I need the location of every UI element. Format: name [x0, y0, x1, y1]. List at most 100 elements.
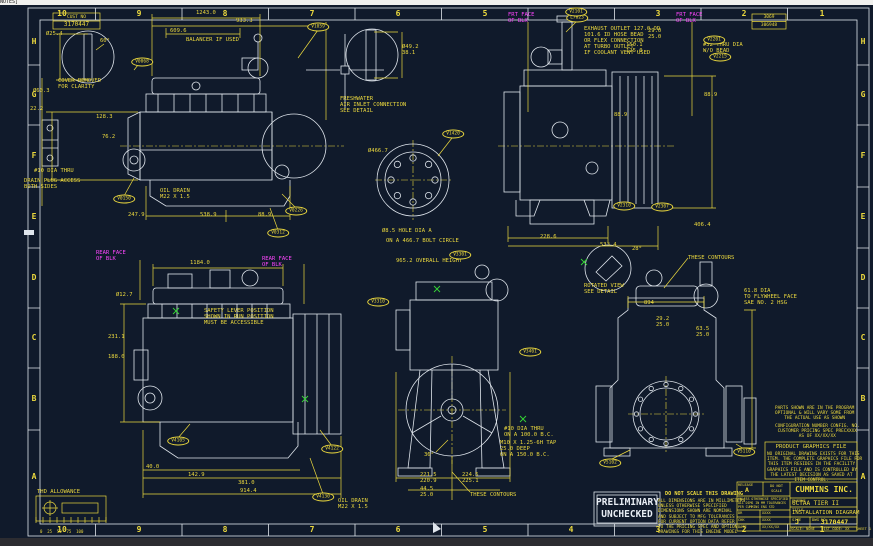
- annotation: COVER REMOVED FOR CLARITY: [58, 78, 102, 90]
- grid-col-bottom-5: 5: [482, 525, 488, 534]
- air-inlet-detail-circle: [345, 28, 399, 82]
- grid-col-top-10: 10: [57, 9, 67, 18]
- item-callout-balloon: V0312: [267, 228, 289, 238]
- no-scale-cell: DO NOT SCALE: [770, 484, 783, 493]
- annotation: 533.4: [600, 242, 617, 248]
- grid-col-bottom-2: 2: [741, 525, 747, 534]
- item-callout-balloon: V3401: [519, 347, 541, 357]
- engine-model: 6CTAA TIER II: [792, 500, 839, 507]
- green-witness-marks: [172, 258, 588, 423]
- product-graphics-heading: PRODUCT GRAPHICS FILE: [775, 444, 847, 450]
- annotation: ROTATED VIEW SEE DETAIL: [584, 283, 624, 295]
- grid-row-left-E: E: [31, 212, 37, 221]
- do-not-scale-heading: DO NOT SCALE THIS DRAWING: [664, 491, 744, 497]
- annotation: THD ALLOWANCE: [37, 489, 81, 495]
- grid-col-bottom-3: 3: [655, 525, 661, 534]
- dwg-no-label: DWG NO: [812, 517, 826, 522]
- annotation: M10 X 1.25-6H TAP 25.0 DEEP ON A 150.0 B…: [500, 440, 557, 458]
- grid-col-top-9: 9: [136, 9, 142, 18]
- item-callout-balloon: V1420: [442, 129, 464, 139]
- title-block-lines: [35, 12, 858, 532]
- annotation: 965.2 OVERALL HEIGHT: [396, 258, 463, 264]
- grid-row-left-A: A: [31, 472, 37, 481]
- date-value: XX/XX/XX: [762, 525, 780, 529]
- annotation: 29.0 25.0: [648, 28, 662, 40]
- cursor-crosshair[interactable]: [306, 34, 384, 108]
- grid-col-bottom-10: 10: [57, 525, 67, 534]
- annotation: 88.9: [614, 112, 628, 118]
- annotation: 231.1: [108, 334, 125, 340]
- item-callout-balloon: V5110: [733, 447, 755, 457]
- grid-row-right-D: D: [860, 273, 866, 282]
- engine-rear-view: [584, 244, 757, 457]
- grid-row-left-C: C: [31, 333, 37, 342]
- annotation: OIL DRAIN M22 X 1.5: [338, 498, 368, 510]
- annotation: 247.9: [128, 212, 145, 218]
- annotation: 894: [644, 300, 654, 306]
- release-value: A: [745, 486, 749, 494]
- annotation: 221.5 220.9: [420, 472, 437, 484]
- grid-row-left-D: D: [31, 273, 37, 282]
- sheet-border: [27, 7, 870, 537]
- annotation: 63.5 25.0: [696, 326, 710, 338]
- cursor-arrow[interactable]: [24, 230, 441, 533]
- annotation: ON A 466.7 BOLT CIRCLE: [386, 238, 459, 244]
- grid-row-right-B: B: [860, 394, 866, 403]
- title-label: TITLE: [792, 507, 804, 512]
- annotation: Ø12.7: [116, 292, 133, 298]
- item-callout-balloon: V4130: [312, 492, 334, 502]
- size-value: J: [795, 518, 800, 526]
- lifting-eye-detail-circle: [61, 30, 115, 84]
- annotation: 1243.0: [196, 10, 216, 16]
- grid-row-right-C: C: [860, 333, 866, 342]
- preliminary-stamp-box: [593, 491, 661, 527]
- size-label: SIZE: [792, 517, 802, 522]
- annotation: FRESHWATER AIR INLET CONNECTION SEE DETA…: [340, 96, 407, 114]
- grid-col-top-8: 8: [222, 9, 228, 18]
- annotation: 76.2: [102, 134, 116, 140]
- engine-right-side-view: [133, 269, 342, 459]
- annotation: REAR FACE OF BLK: [96, 250, 126, 262]
- annotation: 128.3: [96, 114, 113, 120]
- annotation: 609.6: [170, 28, 187, 34]
- annotation: 61.8 DIA TO FLYWHEEL FACE SAE NO. 2 HSG: [744, 288, 797, 306]
- annotation: 88.9: [258, 212, 272, 218]
- centerlines: [120, 140, 704, 464]
- item-callout-balloon: V2310: [613, 201, 635, 211]
- annotation: SAFETY LEVER POSITION SHOWN IN RUN POSIT…: [204, 308, 274, 326]
- item-callout-balloon: V2101: [565, 7, 587, 17]
- annotation: 40.0: [146, 464, 160, 470]
- annotation: 60°: [100, 38, 110, 44]
- drawing-title: INSTALLATION DIAGRAM: [792, 510, 860, 516]
- annotation: THESE CONTOURS: [688, 255, 735, 261]
- annotation: #10 DIA THRU ON A 100.0 B.C.: [504, 426, 554, 438]
- corner-ref-label: CUST NO: [67, 15, 86, 20]
- grid-row-left-F: F: [31, 151, 37, 160]
- grid-row-left-G: G: [31, 90, 37, 99]
- grid-col-bottom-4: 4: [568, 525, 574, 534]
- window-text-fragment: NOTES]: [0, 0, 19, 5]
- annotation: FRT FACE OF BLK: [676, 12, 703, 24]
- engine-front-view: [395, 264, 511, 477]
- annotation: 188.0: [108, 354, 125, 360]
- grid-col-top-5: 5: [482, 9, 488, 18]
- configuration-note: CONFIGURATION NUMBER CONFIG. NO. CUSTOME…: [775, 424, 860, 440]
- annotation: Ø8.5 HOLE DIA A: [382, 228, 432, 234]
- item-callout-balloon: V0226: [285, 206, 307, 216]
- corner-ref-number: 3170447: [63, 21, 90, 28]
- grid-col-top-6: 6: [395, 9, 401, 18]
- zone-box-line1: 3069: [763, 15, 775, 20]
- grid-col-top-1: 1: [819, 9, 825, 18]
- dr-value: XXXX: [762, 511, 771, 515]
- grid-row-right-G: G: [860, 90, 866, 99]
- annotation: 142.9: [188, 472, 205, 478]
- annotation: 933.3: [236, 18, 253, 24]
- dr-label: DR: [738, 511, 743, 515]
- annotation: FRT FACE OF BLK: [508, 12, 535, 24]
- annotation: 88.9: [704, 92, 718, 98]
- annotation: Ø49.2 38.1: [402, 44, 419, 56]
- item-callout-balloon: V3310: [367, 297, 389, 307]
- grid-col-bottom-1: 1: [819, 525, 825, 534]
- annotation: 228.6: [540, 234, 557, 240]
